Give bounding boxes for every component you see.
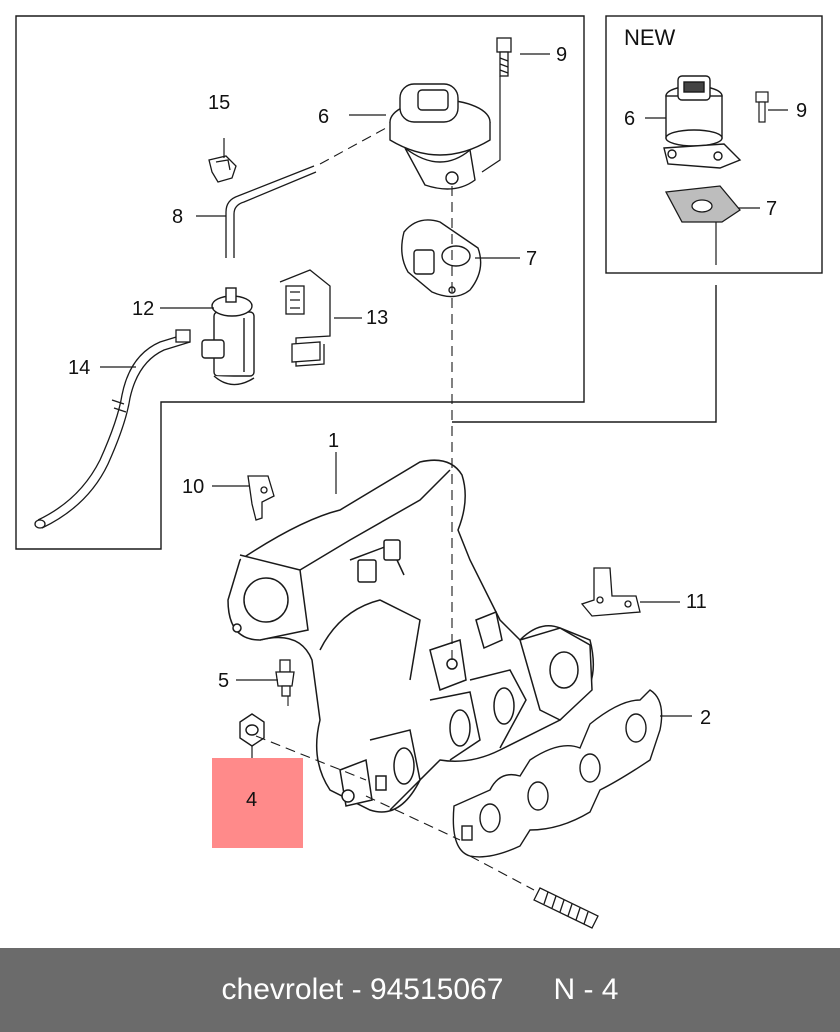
hose-part-8 [225,165,317,258]
manifold-gasket-part-2 [452,689,663,858]
callout-labels: NEW 15 6 9 8 7 12 13 14 6 9 7 1 10 11 5 … [68,25,807,811]
bolt-part-9 [496,37,512,77]
callout-13: 13 [366,307,388,329]
callout-7-new: 7 [766,198,777,220]
callout-6: 6 [318,106,329,128]
footer-position-label: N - 4 [553,973,619,1006]
inset-frame-egr-system [15,15,585,550]
new-frame-connector [452,285,717,423]
inset-frame-new [605,15,823,274]
callout-11: 11 [686,591,707,613]
footer-part-number: 94515067 [369,973,504,1006]
stud-bolt [533,887,599,929]
egr-gasket-part-7 [401,219,482,298]
highlight-box-part-4 [212,758,303,848]
callout-5: 5 [218,670,229,692]
sensor-part-5 [275,659,295,697]
bracket-part-13 [279,269,331,367]
new-label: NEW [624,25,676,50]
callout-7: 7 [526,248,537,270]
solenoid-part-12 [201,287,255,386]
footer-gap [503,973,553,1007]
new-egr-valve-part-6 [663,75,742,169]
callout-10: 10 [182,476,204,498]
callout-6-new: 6 [624,108,635,130]
callout-1: 1 [328,430,339,452]
callout-12: 12 [132,298,154,320]
footer-brand: chevrolet [221,973,344,1006]
egr-valve-part-6 [389,83,491,190]
callout-4: 4 [246,789,257,811]
new-bolt-part-9 [755,91,769,123]
intake-manifold-part-1 [227,459,595,813]
callout-8: 8 [172,206,183,228]
callout-9: 9 [556,44,567,66]
bracket-part-10 [247,475,275,521]
bracket-part-11 [580,567,641,617]
callout-14: 14 [68,357,90,379]
exploded-parts-diagram: NEW 15 6 9 8 7 12 13 14 6 9 7 1 10 11 5 … [15,15,823,929]
nut-part-4 [239,713,265,747]
callout-15: 15 [208,92,230,114]
callout-9-new: 9 [796,100,807,122]
clip-part-15 [208,155,237,183]
callout-2: 2 [700,707,711,729]
footer-separator: - [343,973,370,1006]
vacuum-hose-part-14 [34,329,191,529]
footer-banner: chevrolet - 94515067 N - 4 [0,948,840,1032]
new-gasket-part-7 [664,185,741,223]
